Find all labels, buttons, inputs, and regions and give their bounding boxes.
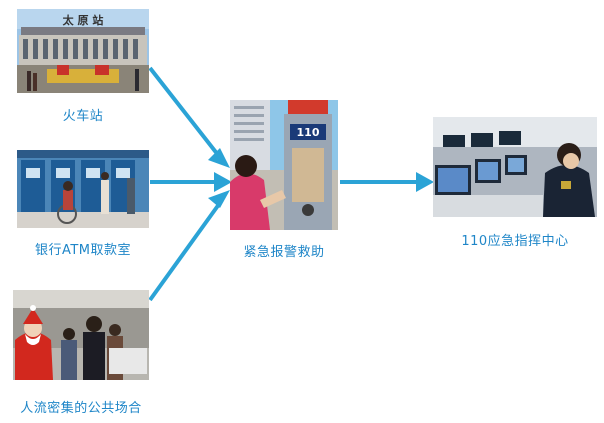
station-sign: 太 原 站 bbox=[62, 13, 104, 27]
alarm-pillar-photo: 110 bbox=[230, 100, 338, 230]
pillar-110-text: 110 bbox=[297, 126, 320, 139]
label-bank-atm: 银行ATM取款室 bbox=[34, 243, 132, 258]
train-station-photo: 太 原 站 bbox=[17, 9, 149, 93]
arrowhead-crowd bbox=[208, 190, 230, 208]
label-emergency-alarm: 紧急报警救助 bbox=[243, 245, 325, 260]
label-command-center: 110应急指挥中心 bbox=[461, 234, 569, 249]
crowd-photo bbox=[13, 290, 149, 380]
label-train-station: 火车站 bbox=[62, 109, 104, 124]
command-center-photo bbox=[433, 117, 597, 217]
atm-room-photo bbox=[17, 150, 149, 228]
arrowhead-center bbox=[416, 172, 434, 192]
label-crowded-places: 人流密集的公共场合 bbox=[20, 401, 142, 416]
arrow-crowd-to-alarm bbox=[148, 198, 224, 302]
arrowhead-atm bbox=[214, 172, 232, 192]
arrow-train-to-alarm bbox=[148, 66, 224, 162]
arrowhead-train bbox=[208, 148, 230, 168]
